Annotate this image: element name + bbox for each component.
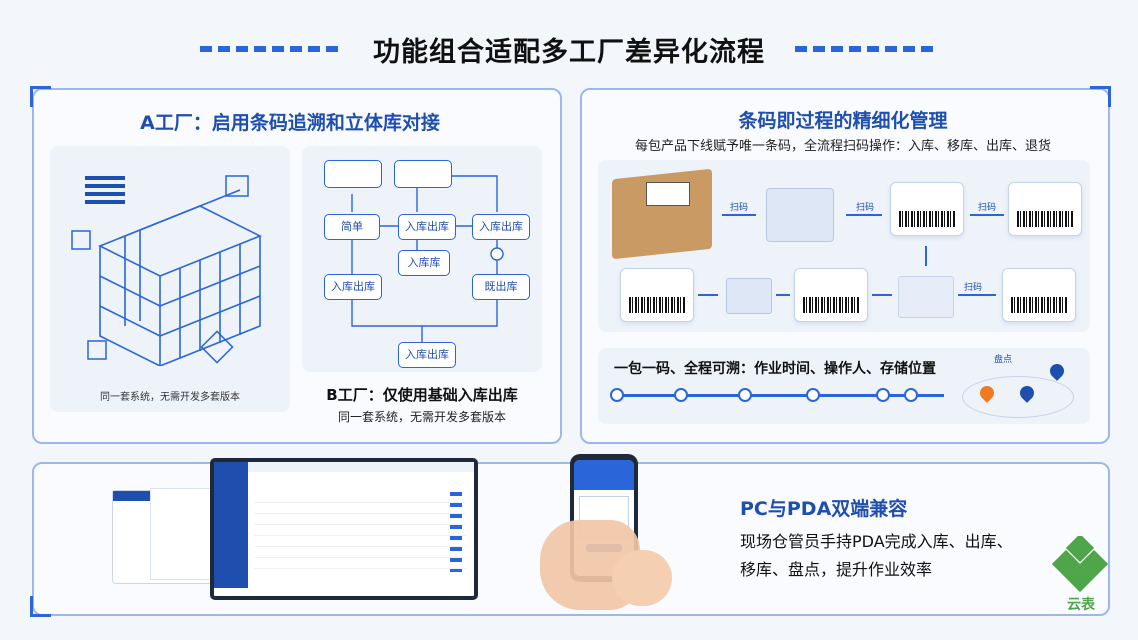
factory-a-caption: 同一套系统，无需开发多套版本: [100, 392, 240, 403]
arrow: [872, 294, 892, 296]
corner-mark: [30, 596, 51, 617]
barcode-label: [890, 182, 964, 236]
timeline-node: [674, 388, 688, 402]
pc-topbar: [248, 462, 474, 472]
barcode-heading: 条码即过程的精细化管理: [738, 110, 948, 132]
scan-label: 扫码: [856, 203, 875, 213]
package-illustration: [726, 278, 772, 314]
pc-table: [254, 492, 466, 578]
factory-a-card: 同一套系统，无需开发多套版本: [50, 146, 290, 412]
pc-pda-description-line2: 移库、盘点，提升作业效率: [740, 560, 933, 579]
timeline-node: [610, 388, 624, 402]
scan-label: 扫码: [964, 283, 983, 293]
barcode-label: [794, 268, 868, 322]
timeline-node: [904, 388, 918, 402]
factory-b-heading: B工厂：仅使用基础入库出库: [326, 386, 518, 404]
barcode-process-card: 扫码 扫码 扫码 扫码: [598, 160, 1090, 332]
stacked-package-illustration: [898, 276, 954, 318]
scan-label: 扫码: [730, 203, 749, 213]
barcode-label: [1008, 182, 1082, 236]
factory-b-flowchart: 简单 入库出库 入库出库 入库库 入库出库 既出库 入库出库: [302, 146, 542, 372]
checkpoint-label: 盘点: [994, 355, 1013, 365]
flow-arrows: [351, 175, 504, 342]
location-ripple: [962, 376, 1074, 418]
corner-mark: [1090, 86, 1111, 107]
barcode-label: [1002, 268, 1076, 322]
hand-illustration: [612, 550, 672, 606]
timeline-node: [806, 388, 820, 402]
flow-node: 入库出库: [324, 274, 382, 300]
brand-logo-text: 云表: [1067, 597, 1095, 613]
page-title: 功能组合适配多工厂差异化流程: [373, 37, 765, 68]
barcode-description: 每包产品下线赋予唯一条码，全流程扫码操作：入库、移库、出库、退货: [634, 139, 1051, 154]
warehouse-rack-illustration: [71, 175, 262, 368]
flow-node: 入库出库: [398, 342, 456, 368]
pc-sidebar: [214, 462, 248, 588]
flow-icon-card: [324, 160, 382, 188]
arrow: [925, 246, 927, 266]
pc-pda-description-line1: 现场仓管员手持PDA完成入库、出库、: [740, 532, 1013, 551]
box-label: [646, 182, 690, 206]
traceability-card: 一包一码、全程可溯：作业时间、操作人、存储位置 盘点: [598, 348, 1090, 424]
traceability-text: 一包一码、全程可溯：作业时间、操作人、存储位置: [614, 361, 936, 377]
package-illustration: [766, 188, 834, 242]
pc-monitor-illustration: [210, 458, 478, 600]
flow-node: 既出库: [472, 274, 530, 300]
scan-label: 扫码: [978, 203, 997, 213]
title-decoration-right: [795, 46, 935, 52]
factory-a-heading: A工厂：启用条码追溯和立体库对接: [140, 112, 440, 134]
arrow: [958, 294, 996, 296]
arrow: [970, 214, 1004, 216]
flow-node: 入库出库: [398, 214, 456, 240]
pc-pda-heading: PC与PDA双端兼容: [740, 498, 908, 520]
timeline-node: [738, 388, 752, 402]
factory-b-caption: 同一套系统，无需开发多套版本: [337, 410, 506, 424]
title-decoration-left: [200, 46, 340, 52]
flow-node: 简单: [324, 214, 380, 240]
timeline-line: [614, 394, 944, 397]
arrow: [722, 214, 756, 216]
arrow: [776, 294, 790, 296]
arrow: [846, 214, 882, 216]
timeline-node: [876, 388, 890, 402]
arrow: [698, 294, 718, 296]
pc-action-buttons: [450, 492, 462, 572]
flow-node: 入库出库: [472, 214, 530, 240]
barcode-label: [620, 268, 694, 322]
flow-icon-card: [394, 160, 452, 188]
flow-node: 入库库: [398, 250, 450, 276]
brand-logo-icon: [1051, 533, 1109, 593]
location-pin-icon: [1047, 361, 1067, 381]
corner-mark: [30, 86, 51, 107]
